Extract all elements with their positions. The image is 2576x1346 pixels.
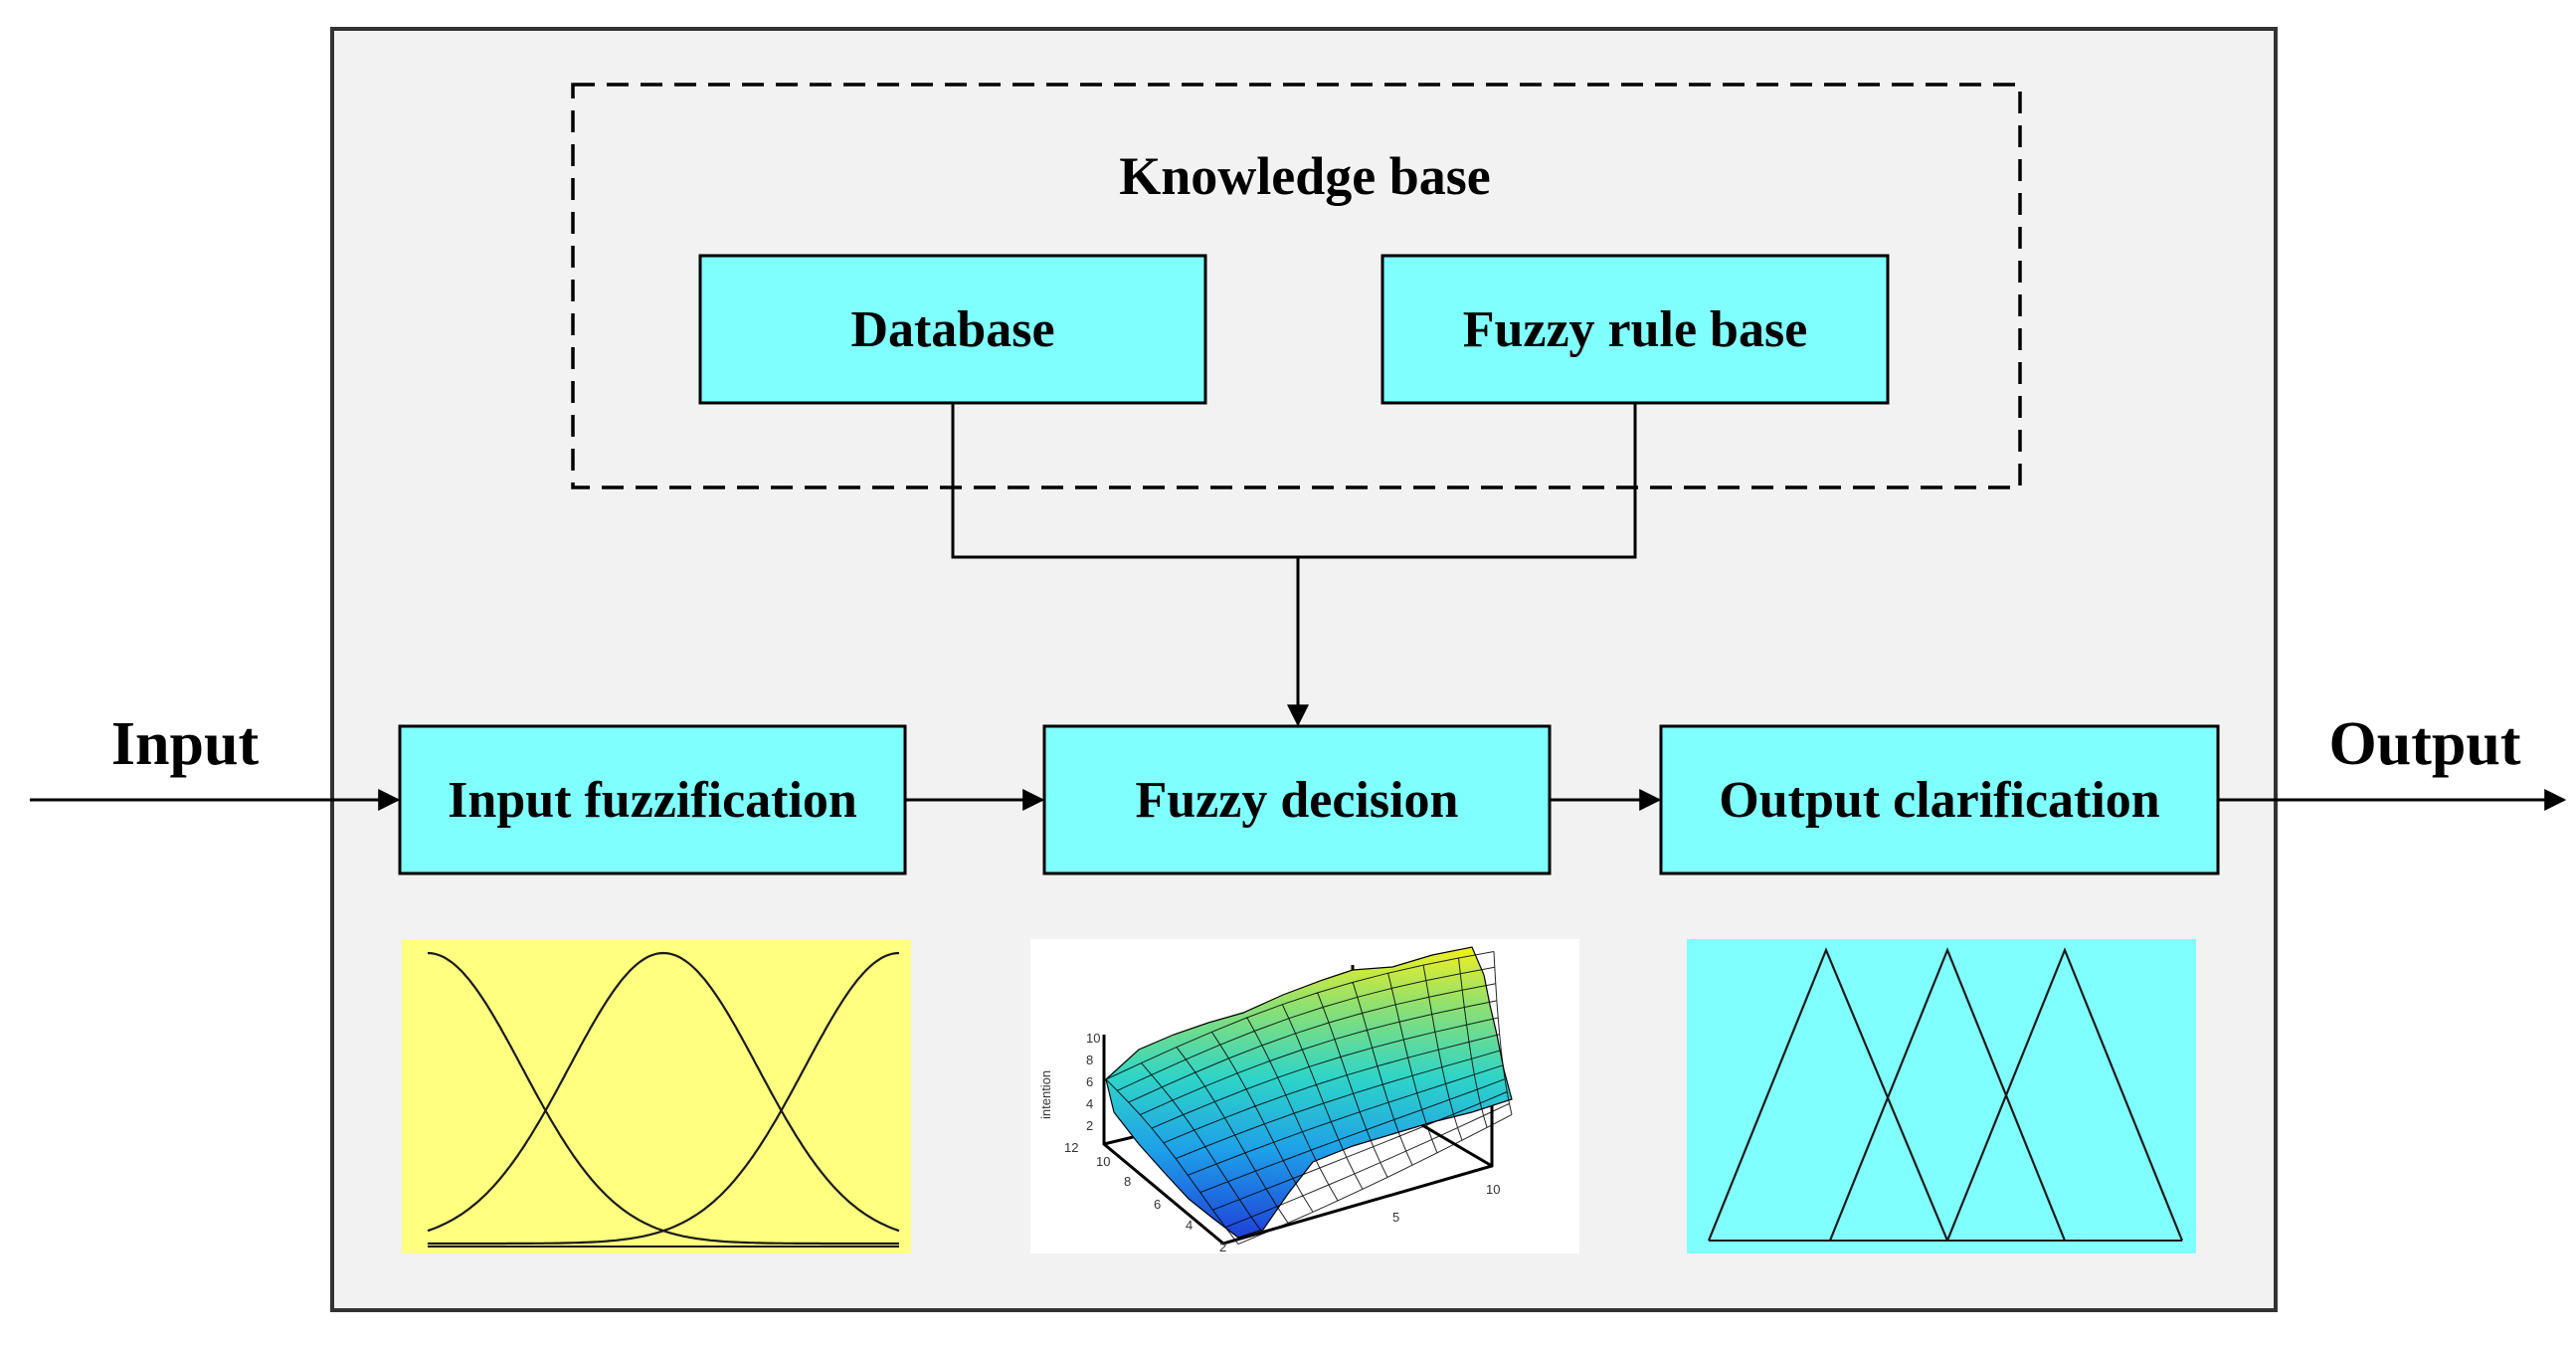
decision-surface-panel: intention 10 8 6 4 2 12 10 8 6 4 2 10 5 xyxy=(1030,939,1579,1254)
surface-x-tick: 5 xyxy=(1392,1210,1399,1225)
surface-y-tick: 10 xyxy=(1096,1154,1110,1169)
surface-y-tick: 2 xyxy=(1219,1240,1226,1254)
surface-z-tick: 10 xyxy=(1086,1031,1100,1046)
knowledge-base-frame xyxy=(571,83,2022,489)
fuzzification-label: Input fuzzification xyxy=(448,772,857,829)
triangular-membership-panel xyxy=(1687,939,2196,1253)
triangular-membership-functions xyxy=(1707,947,2184,1242)
database-label: Database xyxy=(850,301,1054,358)
database-box xyxy=(698,254,1207,405)
input-label: Input xyxy=(111,710,260,778)
fuzzification-box xyxy=(398,724,907,875)
surface-mesh xyxy=(1105,951,1513,1246)
surface-y-tick: 4 xyxy=(1186,1218,1193,1233)
knowledge-connector xyxy=(951,403,1637,559)
surface-x-tick: 10 xyxy=(1486,1182,1500,1197)
surface-z-label: intention xyxy=(1038,1070,1053,1119)
surface-y-tick: 6 xyxy=(1154,1197,1161,1212)
decision-box xyxy=(1042,724,1552,875)
surface-z-tick: 8 xyxy=(1086,1053,1093,1067)
surface-y-tick: 12 xyxy=(1064,1140,1078,1155)
surface-z-tick: 4 xyxy=(1086,1096,1093,1111)
clarification-label: Output clarification xyxy=(1719,772,2160,829)
rule-base-label: Fuzzy rule base xyxy=(1463,301,1808,358)
gaussian-curve-middle xyxy=(427,951,900,1233)
gaussian-curve-right xyxy=(428,951,900,1246)
surface-z-tick: 2 xyxy=(1086,1118,1093,1133)
surface-y-tick: 8 xyxy=(1124,1174,1131,1189)
gaussian-membership-panel xyxy=(402,939,911,1253)
knowledge-base-title: Knowledge base xyxy=(1119,146,1491,206)
surface-z-tick: 6 xyxy=(1086,1074,1093,1089)
decision-label: Fuzzy decision xyxy=(1136,772,1459,829)
clarification-box xyxy=(1659,724,2220,875)
output-label: Output xyxy=(2329,710,2521,778)
